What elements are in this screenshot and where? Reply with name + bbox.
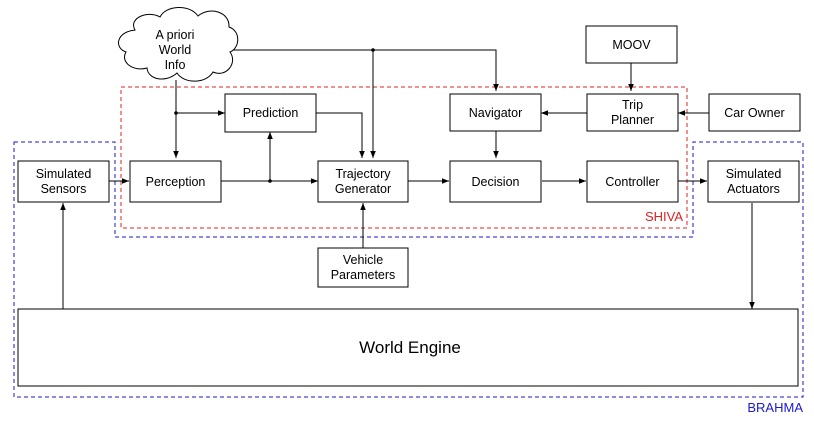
moov-label: MOOV <box>612 38 651 52</box>
vehicle-line-2: Parameters <box>331 268 396 282</box>
world-engine-label: World Engine <box>359 338 461 357</box>
decision-label: Decision <box>472 175 520 189</box>
a-priori-line-2: World <box>159 43 191 57</box>
vehicle-line-1: Vehicle <box>343 253 383 267</box>
trajectory-line-2: Generator <box>335 182 391 196</box>
car-owner-node: Car Owner <box>708 93 801 132</box>
a-priori-line-3: Info <box>165 58 186 72</box>
brahma-region: BRAHMA <box>13 141 804 415</box>
shiva-border <box>120 86 688 229</box>
sim-sensors-line-2: Sensors <box>41 182 87 196</box>
sim-actuators-line-2: Actuators <box>727 182 780 196</box>
sim-sensors-line-1: Simulated <box>36 167 92 181</box>
shiva-label: SHIVA <box>645 209 683 224</box>
connections <box>60 48 755 309</box>
decision-node: Decision <box>449 160 542 203</box>
a-priori-line-1: A priori <box>156 28 195 42</box>
edge-prediction-trajectory <box>316 112 365 158</box>
trip-planner-line-2: Planner <box>611 113 654 127</box>
cloud-shape <box>118 7 239 82</box>
prediction-node: Prediction <box>224 93 317 133</box>
navigator-node: Navigator <box>449 93 542 132</box>
sim-actuators-line-1: Simulated <box>726 167 782 181</box>
controller-node: Controller <box>586 160 679 203</box>
controller-label: Controller <box>605 175 659 189</box>
moov-node: MOOV <box>585 25 678 64</box>
edge-apriori-navigator <box>232 49 499 91</box>
car-owner-label: Car Owner <box>724 106 784 120</box>
navigator-label: Navigator <box>469 106 523 120</box>
perception-node: Perception <box>129 160 222 203</box>
prediction-label: Prediction <box>243 106 299 120</box>
perception-label: Perception <box>146 175 206 189</box>
trajectory-line-1: Trajectory <box>335 167 391 181</box>
trip-planner-line-1: Trip <box>622 98 643 112</box>
shiva-region: SHIVA <box>120 86 688 229</box>
brahma-border <box>13 141 804 398</box>
world-engine-node: World Engine <box>17 308 799 387</box>
brahma-label: BRAHMA <box>747 400 803 415</box>
